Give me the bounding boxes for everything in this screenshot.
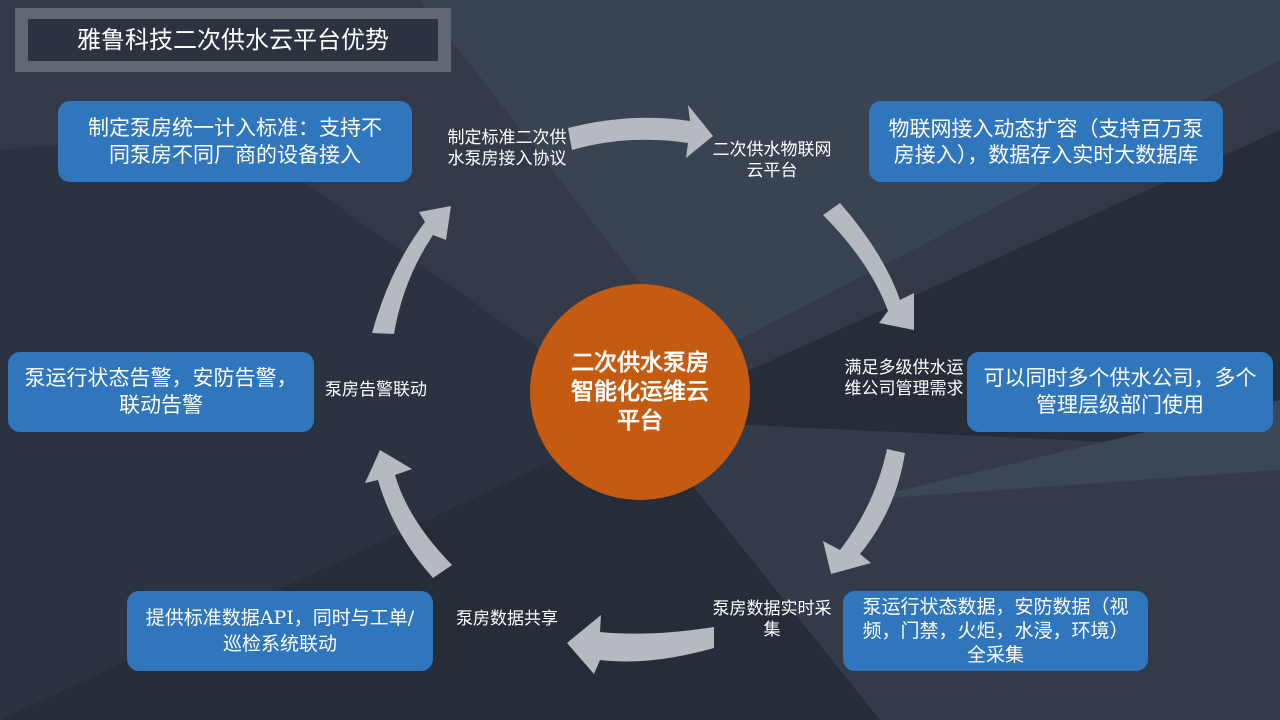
step-label-sharing: 泵房数据共享 <box>456 609 558 629</box>
desc-box-alarm: 泵运行状态告警，安防告警，联动告警 <box>8 352 314 432</box>
page-title: 雅鲁科技二次供水云平台优势 <box>28 19 438 61</box>
step-label-management: 满足多级供水运维公司管理需求 <box>844 358 964 399</box>
step-label-iot-platform: 二次供水物联网云平台 <box>712 140 832 181</box>
desc-box-standard: 制定泵房统一计入标准：支持不同泵房不同厂商的设备接入 <box>58 101 412 182</box>
desc-box-sharing: 提供标准数据API，同时与工单/巡检系统联动 <box>127 591 433 671</box>
title-frame: 雅鲁科技二次供水云平台优势 <box>15 8 451 72</box>
desc-box-iot: 物联网接入动态扩容（支持百万泵房接入），数据存入实时大数据库 <box>869 101 1223 182</box>
desc-box-collection: 泵运行状态数据，安防数据（视频，门禁，火炬，水浸，环境）全采集 <box>843 591 1148 671</box>
step-label-standard: 制定标准二次供水泵房接入协议 <box>447 128 567 169</box>
step-label-collection: 泵房数据实时采集 <box>712 599 832 640</box>
center-label: 二次供水泵房智能化运维云平台 <box>571 349 709 434</box>
desc-box-management: 可以同时多个供水公司，多个管理层级部门使用 <box>967 352 1273 432</box>
center-circle: 二次供水泵房智能化运维云平台 <box>530 284 750 500</box>
step-label-alarm: 泵房告警联动 <box>325 380 427 400</box>
